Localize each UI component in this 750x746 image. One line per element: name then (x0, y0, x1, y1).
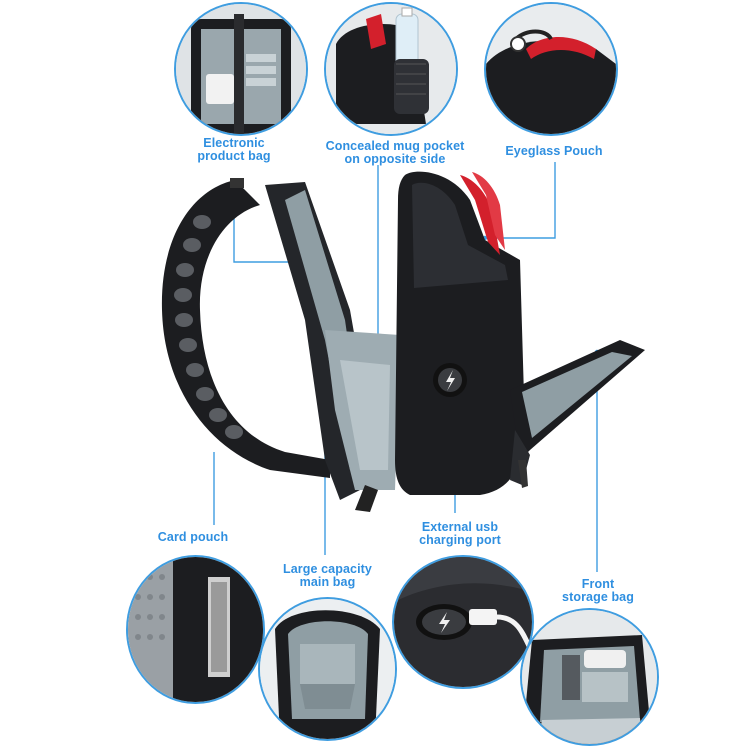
label-front-bag: Front storage bag (562, 577, 634, 604)
callout-card-pouch (126, 555, 265, 704)
callout-mug-pocket (324, 2, 458, 136)
callout-front-bag (520, 608, 659, 746)
lightning-bolt-icon (446, 370, 455, 391)
callout-eyeglass-pouch (484, 2, 618, 136)
sling-bag-side-view (161, 171, 645, 512)
label-electronic-bag: Electronic product bag (197, 136, 271, 163)
label-card-pouch: Card pouch (157, 530, 229, 544)
label-eyeglass-pouch: Eyeglass Pouch (505, 144, 603, 158)
callout-electronic-bag (174, 2, 308, 136)
label-mug-pocket: Concealed mug pocket on opposite side (325, 139, 465, 166)
callout-main-bag (258, 597, 397, 741)
label-usb-port: External usb charging port (419, 520, 501, 547)
callout-usb-port (392, 555, 534, 689)
label-main-bag: Large capacity main bag (283, 562, 372, 589)
